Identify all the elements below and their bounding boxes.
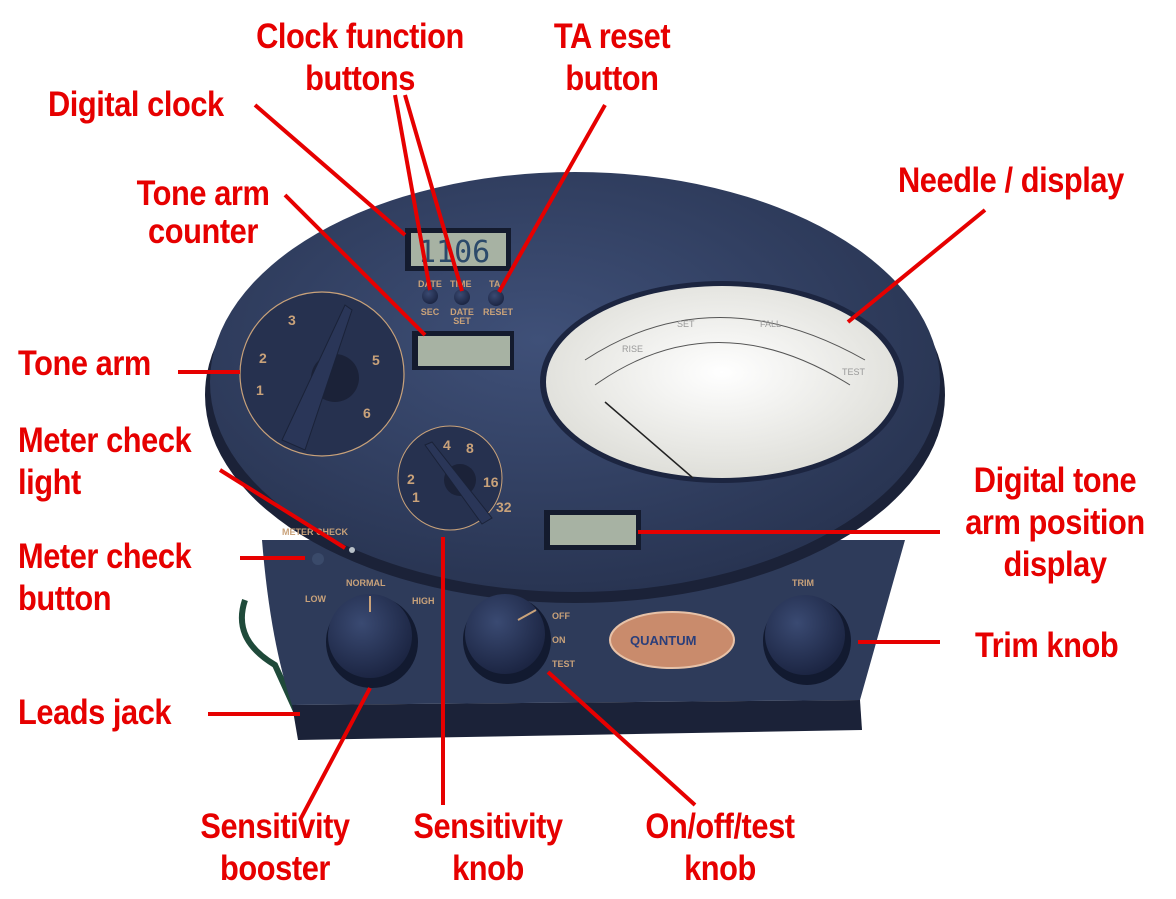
svg-text:LOW: LOW [305, 594, 326, 604]
ta-reset-button[interactable] [488, 290, 504, 306]
svg-text:OFF: OFF [552, 611, 570, 621]
scale-fall: FALL [760, 319, 781, 329]
meter-check-button[interactable] [312, 553, 324, 565]
svg-text:6: 6 [363, 405, 371, 421]
time-dateset-button[interactable] [454, 289, 470, 305]
svg-text:1: 1 [256, 382, 264, 398]
date-sec-button[interactable] [422, 288, 438, 304]
svg-text:16: 16 [483, 474, 499, 490]
trim-label: TRIM [792, 578, 814, 588]
svg-text:8: 8 [466, 440, 474, 456]
svg-text:32: 32 [496, 499, 512, 515]
svg-text:3: 3 [288, 312, 296, 328]
svg-text:5: 5 [372, 352, 380, 368]
svg-text:NORMAL: NORMAL [346, 578, 386, 588]
date-set-label: DATE SET [450, 307, 474, 326]
quantum-logo [609, 611, 735, 669]
tone-arm-pointer[interactable] [281, 304, 353, 451]
svg-text:4: 4 [443, 437, 451, 453]
svg-text:2: 2 [259, 350, 267, 366]
label-tone-arm: Tone arm [18, 344, 151, 383]
svg-text:1: 1 [412, 489, 420, 505]
label-leads-jack: Leads jack [18, 693, 172, 732]
trim-knob[interactable] [765, 595, 845, 675]
svg-text:2: 2 [407, 471, 415, 487]
sec-label: SEC [420, 307, 440, 317]
leads-cable [238, 599, 303, 722]
label-trim-knob: Trim knob [975, 626, 1119, 665]
on-off-test-knob[interactable] [465, 594, 545, 674]
label-digital-clock: Digital clock [48, 85, 224, 124]
svg-text:TEST: TEST [552, 659, 576, 669]
needle [604, 401, 694, 479]
scale-set: SET [677, 319, 695, 329]
base-front-edge [292, 700, 862, 740]
svg-text:ON: ON [552, 635, 566, 645]
meter-check-label: METER CHECK [282, 527, 349, 537]
scale-rise: RISE [622, 344, 643, 354]
meter-check-light [349, 547, 355, 553]
svg-text:QUANTUM: QUANTUM [630, 633, 696, 648]
reset-label: RESET [482, 307, 513, 317]
scale-test: TEST [842, 367, 866, 377]
annotation-lines [178, 94, 987, 821]
label-needle-display: Needle / display [898, 161, 1124, 200]
sensitivity-booster-knob[interactable] [328, 594, 412, 678]
sensitivity-pointer[interactable] [424, 441, 493, 525]
svg-text:TA: TA [489, 279, 501, 289]
svg-text:HIGH: HIGH [412, 596, 435, 606]
